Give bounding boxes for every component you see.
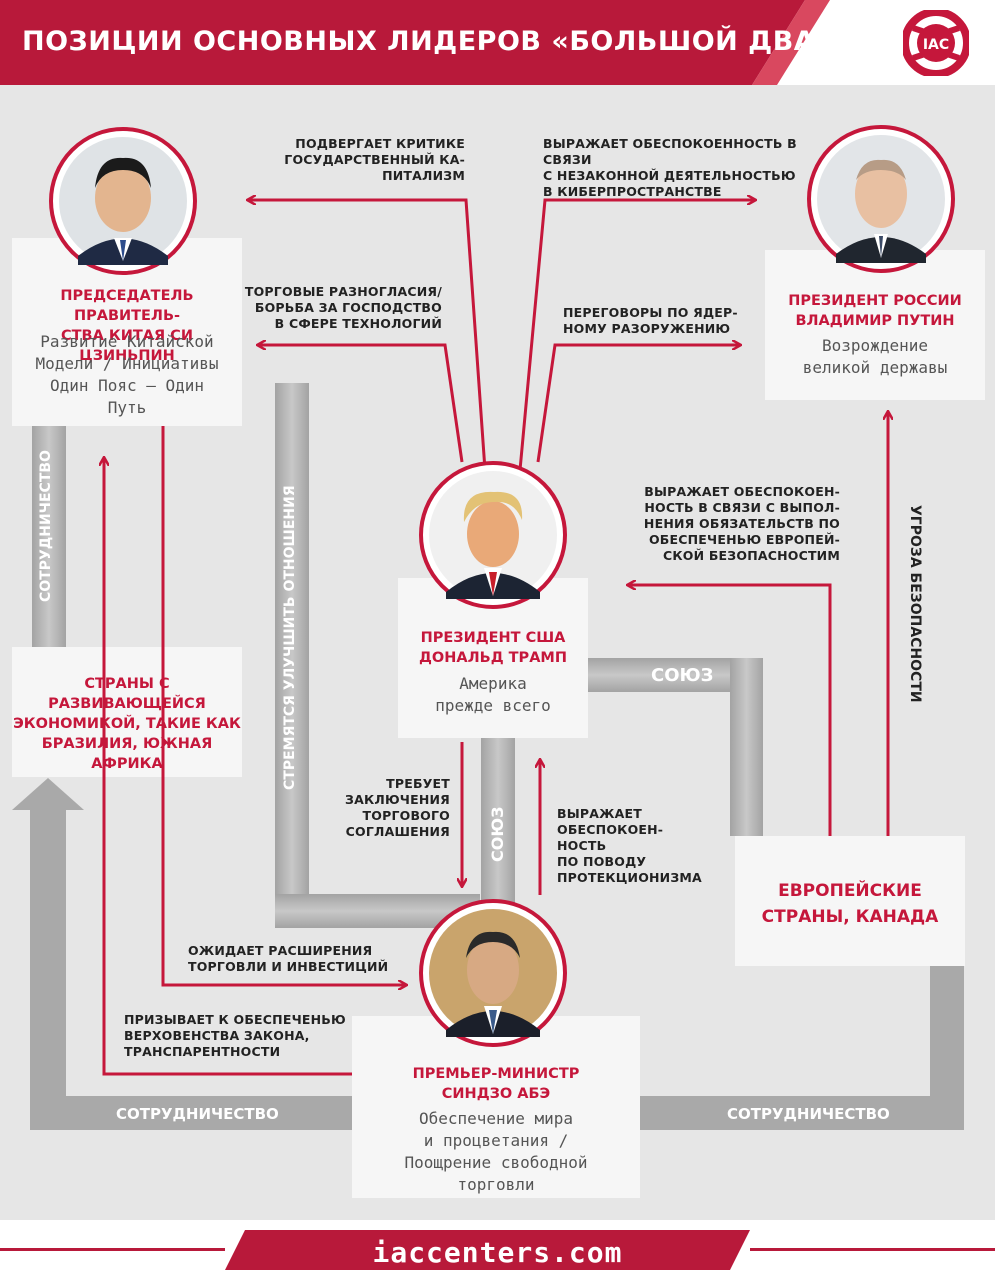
label-trade-disputes: ТОРГОВЫЕ РАЗНОГЛАСИЯ/ БОРЬБА ЗА ГОСПОДСТ… <box>244 284 442 331</box>
label-criticism: ПОДВЕРГАЕТ КРИТИКЕ ГОСУДАРСТВЕННЫЙ КА- П… <box>284 136 465 183</box>
arrow-nuclear <box>536 345 740 463</box>
header-band <box>0 0 830 85</box>
europe-name: ЕВРОПЕЙСКИЕ СТРАНЫ, КАНАДА <box>761 881 939 927</box>
arrow-cyber <box>518 200 755 471</box>
putin-slogan: Возрождение великой державы <box>802 336 948 377</box>
putin-portrait <box>807 125 955 273</box>
label-cooperation-left: СОТРУДНИЧЕСТВО <box>38 450 54 602</box>
band-cooperation-bottom-right <box>640 966 964 1130</box>
page-title: ПОЗИЦИИ ОСНОВНЫХ ЛИДЕРОВ «БОЛЬШОЙ ДВАДЦА… <box>22 26 970 57</box>
xi-slogan: Развитие Китайской Модели / Инициативы О… <box>35 332 219 417</box>
trump-portrait <box>419 461 567 609</box>
putin-box <box>765 250 985 400</box>
abe-slogan: Обеспечение мира и процветания / Поощрен… <box>404 1109 588 1194</box>
developing-name: СТРАНЫ С РАЗВИВАЮЩЕЙСЯ ЭКОНОМИКОЙ, ТАКИЕ… <box>13 676 241 772</box>
trump-slogan: Америка прежде всего <box>435 674 551 715</box>
arrow-trade-disputes <box>258 345 464 463</box>
arrow-rule-of-law <box>104 458 352 1076</box>
label-cooperation-bottom-right: СОТРУДНИЧЕСТВО <box>727 1105 890 1123</box>
label-expects-trade: ОЖИДАЕТ РАСШИРЕНИЯ ТОРГОВЛИ И ИНВЕСТИЦИЙ <box>188 943 389 974</box>
label-improve-relations: СТРЕМЯТСЯ УЛУЧШИТЬ ОТНОШЕНИЯ <box>282 485 298 790</box>
label-nuclear: ПЕРЕГОВОРЫ ПО ЯДЕР- НОМУ РАЗОРУЖЕНИЮ <box>563 305 738 336</box>
header: ПОЗИЦИИ ОСНОВНЫХ ЛИДЕРОВ «БОЛЬШОЙ ДВАДЦА… <box>0 0 995 85</box>
label-alliance-vertical: СОЮЗ <box>488 806 507 863</box>
footer <box>0 1220 995 1280</box>
band-improve-vertical <box>275 383 309 928</box>
label-cooperation-bottom-left: СОТРУДНИЧЕСТВО <box>116 1105 279 1123</box>
footer-band <box>0 1230 995 1270</box>
label-cyber: ВЫРАЖАЕТ ОБЕСПОКОЕННОСТЬ В СВЯЗИ С НЕЗАК… <box>543 136 797 199</box>
arrow-eu-security <box>628 585 832 836</box>
trump-name: ПРЕЗИДЕНТ США ДОНАЛЬД ТРАМП <box>419 630 567 666</box>
band-alliance-vertical <box>481 738 515 913</box>
band-cooperation-left <box>32 425 66 647</box>
xi-portrait <box>49 127 197 275</box>
band-cooperation-bottom-left <box>12 778 352 1130</box>
label-alliance-horizontal: СОЮЗ <box>651 665 714 686</box>
iac-logo: IAC <box>903 10 969 76</box>
arrow-criticism <box>248 200 487 471</box>
putin-name: ПРЕЗИДЕНТ РОССИИ ВЛАДИМИР ПУТИН <box>788 293 962 329</box>
label-trade-deal: ТРЕБУЕТ ЗАКЛЮЧЕНИЯ ТОРГОВОГО СОГЛАШЕНИЯ <box>344 776 450 839</box>
developing-box <box>12 647 242 777</box>
arrow-expects-trade <box>161 426 406 985</box>
abe-portrait <box>419 899 567 1047</box>
label-rule-of-law: ПРИЗЫВАЕТ К ОБЕСПЕЧЕНЬЮ ВЕРХОВЕНСТВА ЗАК… <box>124 1012 346 1059</box>
footer-url[interactable]: iaccenters.com <box>372 1236 623 1269</box>
xi-name: ПРЕДСЕДАТЕЛЬ ПРАВИТЕЛЬ- СТВА КИТАЯ СИ ЦЗ… <box>60 288 194 364</box>
band-alliance-down <box>730 658 763 836</box>
label-security-threat: УГРОЗА БЕЗОПАСНОСТИ <box>907 505 923 703</box>
europe-box <box>735 836 965 966</box>
label-eu-security: ВЫРАЖАЕТ ОБЕСПОКОЕН- НОСТЬ В СВЯЗИ С ВЫП… <box>643 484 840 563</box>
logo-text: IAC <box>923 37 949 53</box>
label-protectionism: ВЫРАЖАЕТ ОБЕСПОКОЕН- НОСТЬ ПО ПОВОДУ ПРО… <box>557 806 702 885</box>
abe-name: ПРЕМЬЕР-МИНИСТР СИНДЗО АБЭ <box>412 1066 580 1102</box>
